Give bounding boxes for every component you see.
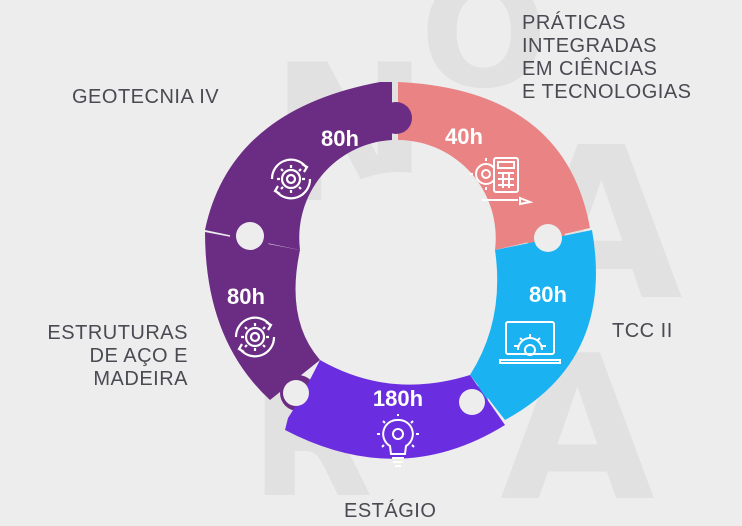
laptop-gear-icon — [499, 321, 561, 364]
label-tcc: TCC II — [612, 320, 673, 342]
hours-estruturas: 80h — [227, 284, 265, 309]
center-hole — [302, 172, 494, 364]
hours-estagio: 180h — [372, 386, 424, 411]
segment-estagio — [285, 360, 505, 459]
hours-geotecnia: 80h — [321, 126, 359, 151]
hours-praticas: 40h — [445, 124, 483, 149]
calculator-gear-icon — [470, 157, 534, 206]
hours-tcc: 80h — [529, 282, 567, 307]
label-estruturas: ESTRUTURAS DE AÇO E MADEIRA — [47, 322, 188, 390]
label-praticas: PRÁTICAS INTEGRADAS EM CIÊNCIAS E TECNOL… — [522, 12, 692, 103]
gear-cycle-icon — [234, 316, 276, 358]
gear-cycle-icon — [270, 158, 312, 200]
label-geotecnia: GEOTECNIA IV — [72, 86, 220, 108]
label-estagio: ESTÁGIO — [344, 500, 437, 522]
lightbulb-gear-icon — [377, 414, 419, 467]
